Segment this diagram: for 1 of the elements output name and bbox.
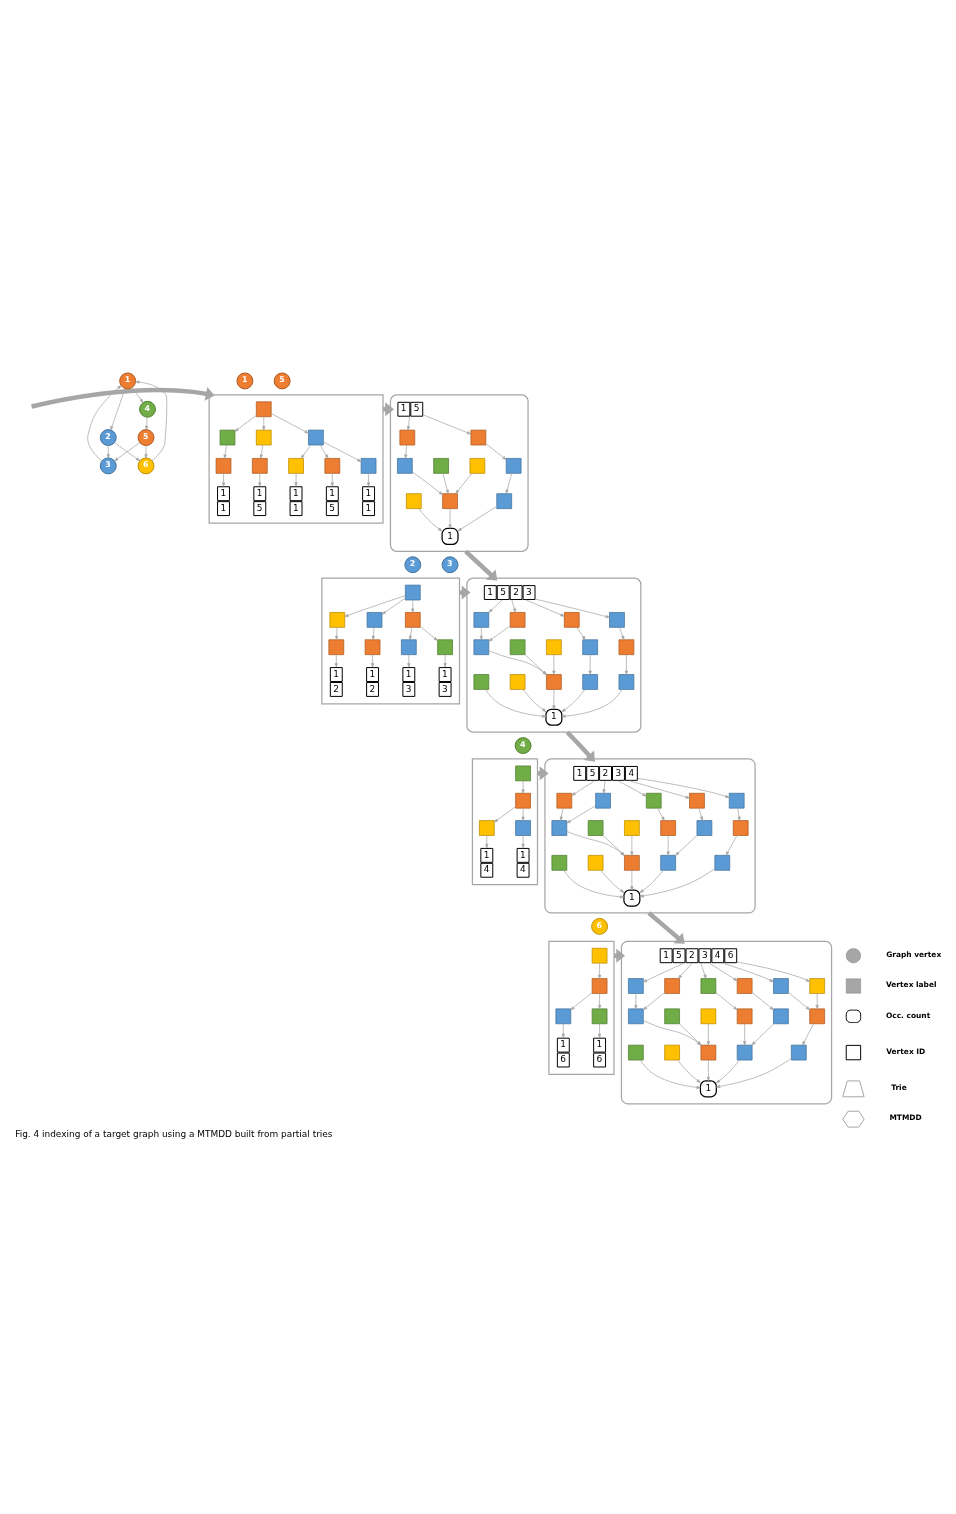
caption: Fig. 4 indexing of a target graph using a MTMDD built from partial tries xyxy=(15,1128,333,1139)
